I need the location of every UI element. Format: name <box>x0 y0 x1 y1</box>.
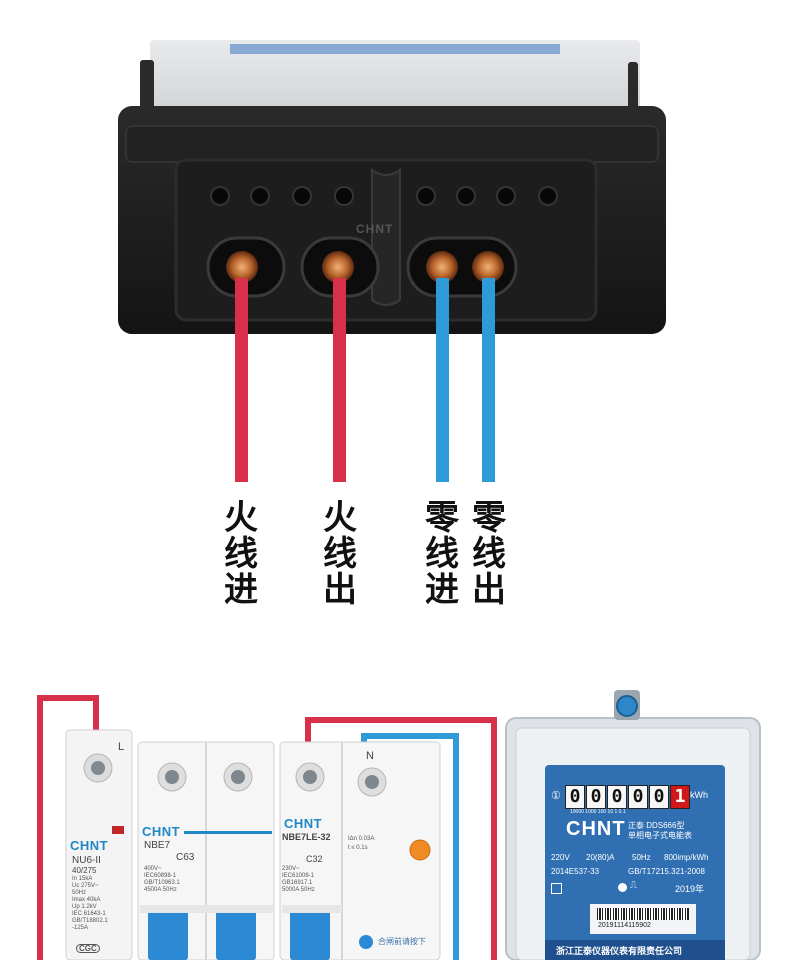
spec-line: GB/T18802.1 <box>72 918 108 924</box>
rcbo-rating: C32 <box>306 854 323 864</box>
breaker-nbe7-rating: C63 <box>176 852 195 863</box>
surge-protector-rating: 40/275 <box>72 866 97 875</box>
neutral-wire-out <box>482 278 495 482</box>
spec-line: Up 1.2kV <box>72 904 97 910</box>
spec-line: GB/T10963.1 <box>144 880 180 886</box>
meter-scale: 10000 1000 100 10 1 0.1 <box>570 809 626 815</box>
spec-line: -125A <box>72 925 89 931</box>
spec-line: IEC60898-1 <box>144 873 177 879</box>
meter-subtitle: 单相电子式电能表 <box>628 831 692 840</box>
spec-line: 4500A 50Hz <box>144 887 177 893</box>
surge-protector-pole-label: L <box>118 741 125 753</box>
spec-line: 50Hz <box>72 890 87 896</box>
meter-digit: 0 <box>628 785 648 809</box>
surge-protector-cert: CGC <box>76 944 100 953</box>
wire-label-live-out: 火线出 <box>323 498 357 610</box>
rcbo-residual-current: IΔn 0.03A <box>348 836 375 842</box>
wire-label-neutral-out: 零线出 <box>472 498 506 610</box>
wires <box>235 278 495 482</box>
rcbo-brand: CHNT <box>284 816 323 831</box>
terminal-box-brand: CHNT <box>356 222 394 236</box>
meter-barcode <box>597 908 689 920</box>
red-loop-left <box>37 695 99 960</box>
rcbo-test-button[interactable] <box>409 839 431 861</box>
breaker-nbe7-brand-stripe <box>184 831 272 834</box>
wire-label-neutral-in: 零线进 <box>425 498 459 610</box>
meter-cert: 2014E537-33 <box>551 867 600 876</box>
meter-company-strip <box>545 940 725 960</box>
spec-line: GB16917.1 <box>282 880 313 886</box>
meter-unit: kWh <box>690 790 708 800</box>
spec-line: 400V~ <box>144 866 162 872</box>
spec-line: IEC61008-1 <box>282 873 315 879</box>
meter-terminal-illustration <box>118 40 666 482</box>
spec-line: In 15kA <box>72 876 93 882</box>
surge-protector-brand: CHNT <box>70 838 109 853</box>
meter-model: 正泰 DDS666型 <box>628 821 685 830</box>
meter-top-cover <box>140 40 640 120</box>
meter-year: 2019年 <box>675 884 705 894</box>
meter-frequency: 50Hz <box>632 853 651 862</box>
meter-digit: 0 <box>649 785 669 809</box>
spec-line: Imax 40kA <box>72 897 101 903</box>
meter-digit: 0 <box>565 785 585 809</box>
rcbo-nbe7le-body <box>279 741 441 960</box>
meter-digit: 0 <box>586 785 606 809</box>
copper-terminals <box>226 251 504 283</box>
breaker-nbe7-model: NBE7 <box>144 840 171 851</box>
meter-constant: 800imp/kWh <box>664 853 709 862</box>
meter-pulse-symbol: ⎍ <box>630 880 637 891</box>
meter-voltage: 220V <box>551 853 570 862</box>
meter-company: 浙江正泰仪器仪表有限责任公司 <box>556 946 683 956</box>
meter-register-digits: 0 0 0 0 0 1 <box>565 785 691 809</box>
meter-pulse-led-icon <box>618 883 627 892</box>
live-wire-out <box>333 278 346 482</box>
rcbo-model: NBE7LE-32 <box>282 832 331 842</box>
rcbo-trip-time: t ≤ 0.1s <box>348 845 368 851</box>
red-loop-right <box>305 717 497 960</box>
surge-protector-body <box>65 729 133 960</box>
meter-current: 20(80)A <box>586 853 615 862</box>
wire-label-live-in: 火线进 <box>224 498 258 610</box>
surge-protector-model: NU6-II <box>72 855 101 866</box>
live-wire-in <box>235 278 248 482</box>
rcbo-note: 合闸前请按下 <box>378 937 426 946</box>
breaker-nbe7-body <box>137 741 275 960</box>
meter-standard: GB/T17215.321-2008 <box>628 867 705 876</box>
meter-digit-decimal: 1 <box>670 785 690 809</box>
neutral-wire-in <box>436 278 449 482</box>
terminal-divider <box>371 168 401 306</box>
rcbo-pole-label: N <box>366 750 374 762</box>
spec-line: 230V~ <box>282 866 300 872</box>
meter-digit: 0 <box>607 785 627 809</box>
meter-brand: CHNT <box>566 818 626 840</box>
spec-line: IEC 61643-1 <box>72 911 106 917</box>
terminal-screw-holes <box>210 186 558 206</box>
spec-line: Uc 275V~ <box>72 883 99 889</box>
meter-register-marker: ① <box>551 790 561 802</box>
breaker-nbe7-brand: CHNT <box>142 824 181 839</box>
meter-double-insulation-icon <box>551 883 562 894</box>
spec-line: 5000A 50Hz <box>282 887 315 893</box>
meter-serial: 20191114115902 <box>598 922 651 929</box>
